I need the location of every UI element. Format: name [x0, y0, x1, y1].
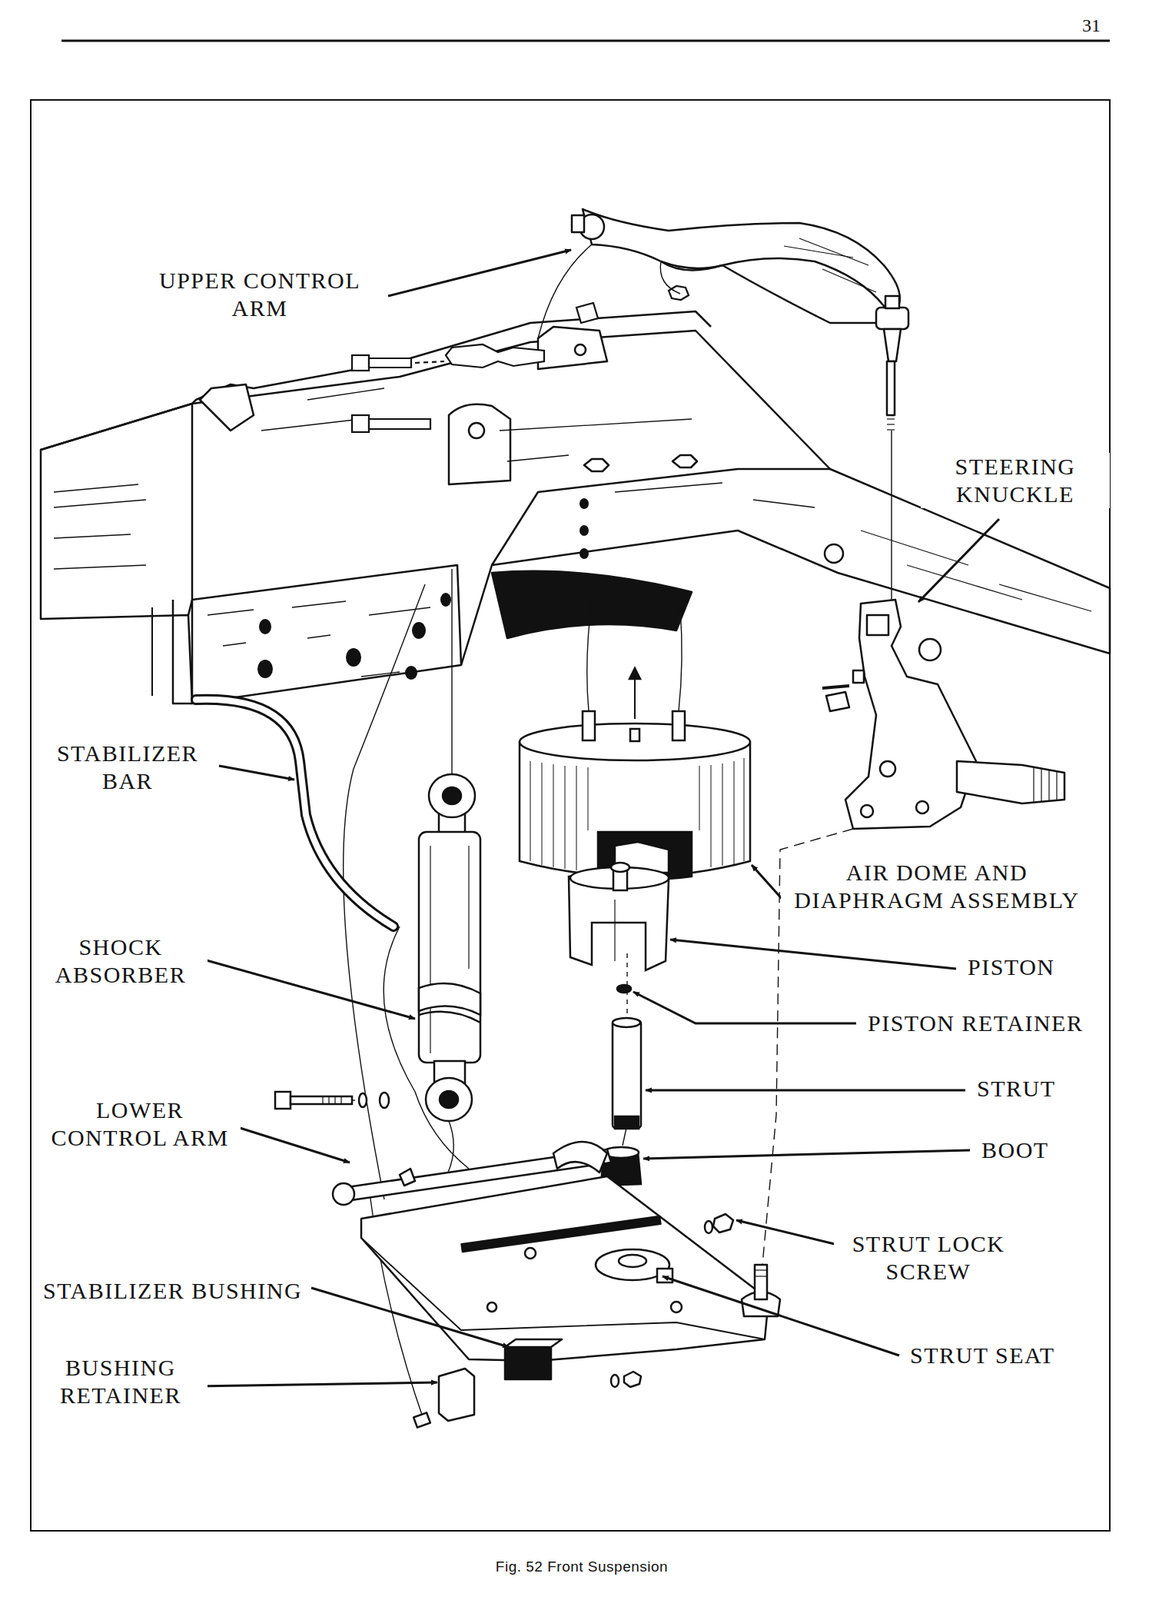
stabilizer-bar	[195, 699, 394, 927]
frame-crossmember	[40, 311, 1110, 704]
part-label: STEERING KNUCKLE	[920, 452, 1110, 509]
piston	[568, 862, 669, 993]
page-frame	[30, 40, 1110, 1531]
part-label: STRUT	[974, 1074, 1059, 1103]
part-label: BOOT	[979, 1135, 1052, 1164]
part-label: STABILIZER BUSHING	[40, 1276, 305, 1305]
part-label: AIR DOME AND DIAPHRAGM ASSEMBLY	[780, 858, 1093, 914]
lower-control-arm	[332, 1141, 781, 1428]
part-label: STRUT LOCK SCREW	[833, 1229, 1023, 1286]
shock-absorber	[275, 773, 481, 1121]
bolts	[352, 285, 689, 432]
part-label: UPPER CONTROL ARM	[146, 266, 374, 323]
assembly-lines	[343, 244, 892, 1419]
part-label: STABILIZER BAR	[40, 739, 215, 795]
assembly-arrow	[634, 667, 636, 719]
figure-caption: Fig. 52 Front Suspension	[493, 1557, 671, 1576]
part-label: PISTON RETAINER	[865, 1009, 1086, 1037]
part-label: BUSHING RETAINER	[33, 1353, 208, 1409]
upper-control-arm	[571, 209, 909, 430]
part-label: SHOCK ABSORBER	[33, 933, 208, 989]
page-number: 31	[1079, 14, 1103, 37]
part-label: PISTON	[965, 953, 1057, 981]
part-label: LOWER CONTROL ARM	[39, 1095, 241, 1152]
air-dome	[519, 710, 751, 880]
steering-knuckle	[822, 599, 1065, 829]
part-label: STRUT SEAT	[907, 1341, 1058, 1369]
leader-lines	[195, 249, 1000, 1386]
